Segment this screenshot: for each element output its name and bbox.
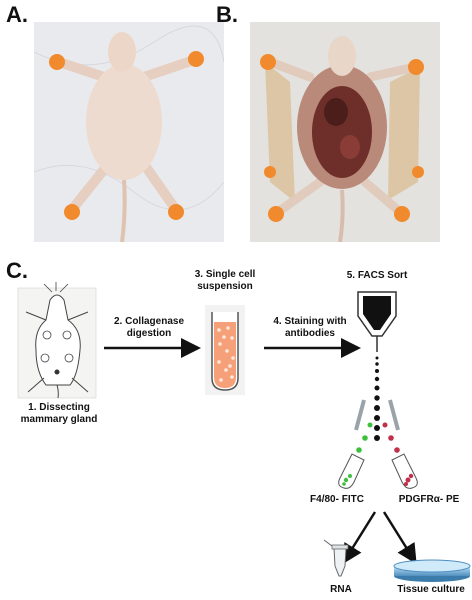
arrow-to-culture [382,511,417,565]
photo-opened-mouse [250,22,440,242]
collection-tube-pe [391,453,418,489]
step-2-label: 2. Collagenase digestion [113,316,185,339]
step-5-label: 5. FACS Sort [346,270,408,281]
step-3-label: 3. Single cell suspension [194,269,256,292]
panel-label-b: B. [216,2,238,27]
panel-label-c: C. [6,258,28,283]
green-cells-stream [356,422,373,453]
tube-label-fitc: F4/80- FITC [310,494,364,505]
step-4-label: 4. Staining with antibodies [273,316,347,339]
output-label-rna: RNA [330,584,352,595]
facs-nozzle [357,291,397,352]
arrow-to-rna [342,511,377,565]
mammary-gland-sketch [17,282,97,399]
panel-label-a: A. [6,2,28,27]
deflection-plate-left [354,399,366,431]
opened-mouse-illustration [250,22,440,242]
collection-tube-fitc [338,453,365,489]
photo-pinned-mouse [34,22,224,242]
petri-dish-icon [393,559,471,582]
pinned-mouse-illustration [34,22,224,242]
output-label-culture: Tissue culture [397,584,465,595]
droplet-stream [374,356,380,441]
tube-label-pe: PDGFRα- PE [398,494,460,505]
suspension-tube [205,305,245,395]
step-1-label: 1. Dissecting mammary gland [20,402,98,425]
deflection-plate-right [388,399,400,431]
microtube-icon [323,539,349,577]
red-cells-stream [382,422,400,453]
